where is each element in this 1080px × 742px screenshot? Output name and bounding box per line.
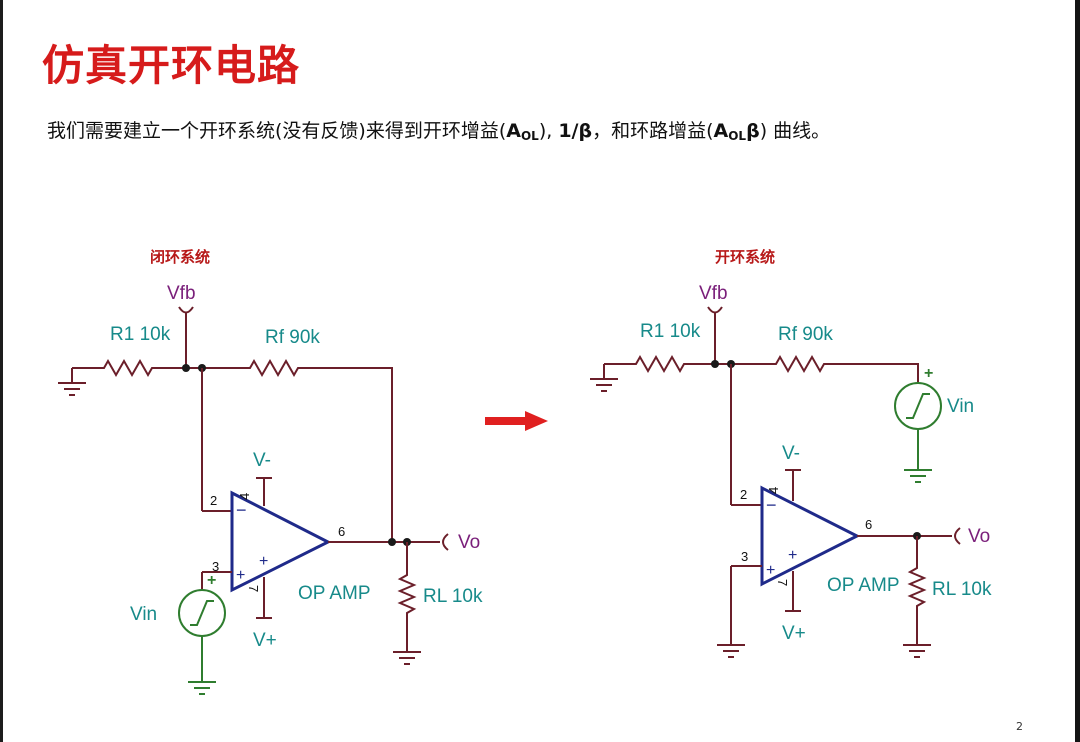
r1-resistor [72,358,186,378]
ground-icon [393,651,421,665]
step-source-icon [178,589,226,637]
opamp-triangle [760,485,861,587]
svg-text:3: 3 [212,559,219,574]
rf-resistor [715,354,919,384]
slide-title: 仿真开环电路 [42,41,301,90]
v-minus-label: V- [782,443,800,464]
aol-symbol: AOL [506,120,539,143]
vfb-label: Vfb [699,283,728,304]
rl-resistor [907,536,927,645]
subtitle-text-d: ) 曲线。 [759,120,831,142]
svg-text:4: 4 [766,487,781,494]
subtitle-text-a: 我们需要建立一个开环系统(没有反馈)来得到开环增益( [47,120,507,142]
ground-icon [717,644,745,658]
inverse-beta: 1/β [558,120,593,142]
ground-icon [904,469,932,483]
right-border [1075,0,1080,742]
loop-gain-symbol: AOLβ [713,120,760,143]
svg-text:+: + [207,572,216,589]
ground-icon [903,644,931,658]
svg-text:7: 7 [775,579,790,586]
v-minus-label: V- [253,450,271,471]
svg-text:2: 2 [210,493,217,508]
rl-resistor [397,542,417,652]
opamp-label: OP AMP [298,583,371,604]
ground-icon [590,364,618,392]
svg-text:+: + [259,553,268,570]
slide-subtitle: 我们需要建立一个开环系统(没有反馈)来得到开环增益(AOL), 1/β，和环路增… [47,116,830,143]
vfb-probe-icon [178,306,194,314]
svg-text:+: + [766,562,775,579]
svg-text:4: 4 [237,493,252,500]
vo-probe-icon [954,527,961,545]
right-arrow-icon [485,411,548,431]
vin-label: Vin [947,396,974,417]
vo-probe-icon [442,533,449,551]
rf-label: Rf 90k [265,327,320,348]
opamp-label: OP AMP [827,575,900,596]
left-border [0,0,3,742]
opamp-triangle [230,490,332,593]
rf-label: Rf 90k [778,324,833,345]
closed-loop-caption: 闭环系统 [150,248,210,266]
svg-text:+: + [924,365,933,382]
vfb-probe-icon [707,306,723,314]
svg-text:3: 3 [741,549,748,564]
ground-icon [188,681,216,695]
svg-text:6: 6 [865,517,872,532]
vo-label: Vo [968,526,990,547]
svg-text:6: 6 [338,524,345,539]
step-source-icon [894,382,942,430]
rl-label: RL 10k [932,579,992,600]
v-plus-label: V+ [253,630,277,651]
svg-text:−: − [766,495,777,515]
closed-loop-circuit: 闭环系统 Vfb R1 10k Rf 90k 2 3 − [58,248,483,695]
subtitle-text-c: ，和环路增益( [592,120,714,142]
svg-text:7: 7 [246,585,261,592]
vfb-label: Vfb [167,283,196,304]
ground-icon [58,368,86,396]
r1-resistor [604,354,715,374]
subtitle-text-b: ), [538,120,559,142]
r1-label: R1 10k [110,324,171,345]
open-loop-circuit: 开环系统 Vfb R1 10k Rf 90k + [590,248,992,658]
svg-text:+: + [788,547,797,564]
svg-text:+: + [236,567,245,584]
vo-label: Vo [458,532,480,553]
page-number: 2 [1016,720,1023,733]
rl-label: RL 10k [423,586,483,607]
svg-text:−: − [236,500,247,520]
svg-text:2: 2 [740,487,747,502]
vin-label: Vin [130,604,157,625]
v-plus-label: V+ [782,623,806,644]
rf-resistor [186,358,393,542]
r1-label: R1 10k [640,321,701,342]
open-loop-caption: 开环系统 [715,248,775,266]
